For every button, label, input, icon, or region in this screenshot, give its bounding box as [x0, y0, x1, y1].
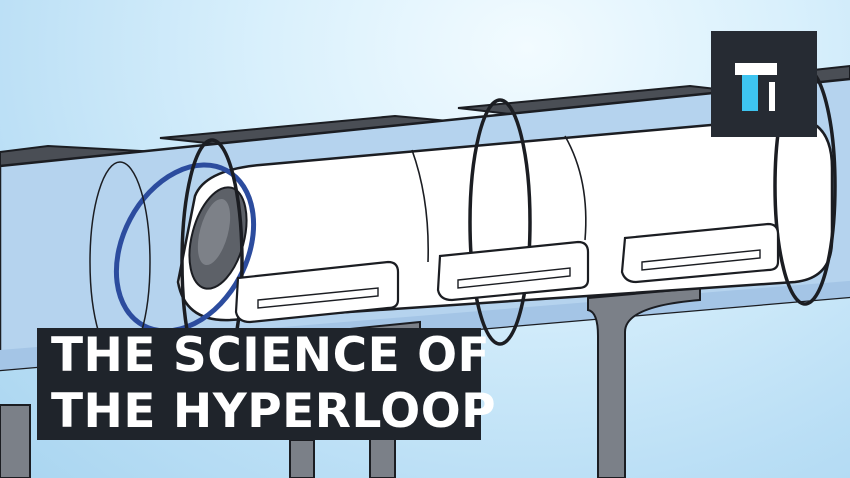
pylon — [0, 404, 31, 478]
skis — [234, 222, 780, 324]
logo-i-stem — [769, 82, 775, 111]
tube-ring — [468, 98, 532, 346]
ski-slot — [257, 287, 379, 309]
pod-nose-inner — [197, 198, 231, 266]
video-title: THE SCIENCE OF THE HYPERLOOP — [37, 328, 496, 440]
pod-segment — [564, 135, 587, 241]
ski-slot — [457, 267, 571, 289]
tech-insider-logo-mark — [735, 63, 777, 111]
title-line-1: THE SCIENCE OF — [37, 328, 490, 384]
pylon — [289, 439, 315, 478]
ski — [234, 260, 400, 324]
tech-insider-logo — [711, 31, 817, 137]
logo-t-stem — [742, 75, 758, 111]
pod-segment — [411, 149, 429, 263]
title-line-2: THE HYPERLOOP — [37, 384, 496, 440]
pylon — [587, 286, 701, 478]
logo-t-bar — [735, 63, 777, 75]
ski-slot — [641, 249, 761, 271]
